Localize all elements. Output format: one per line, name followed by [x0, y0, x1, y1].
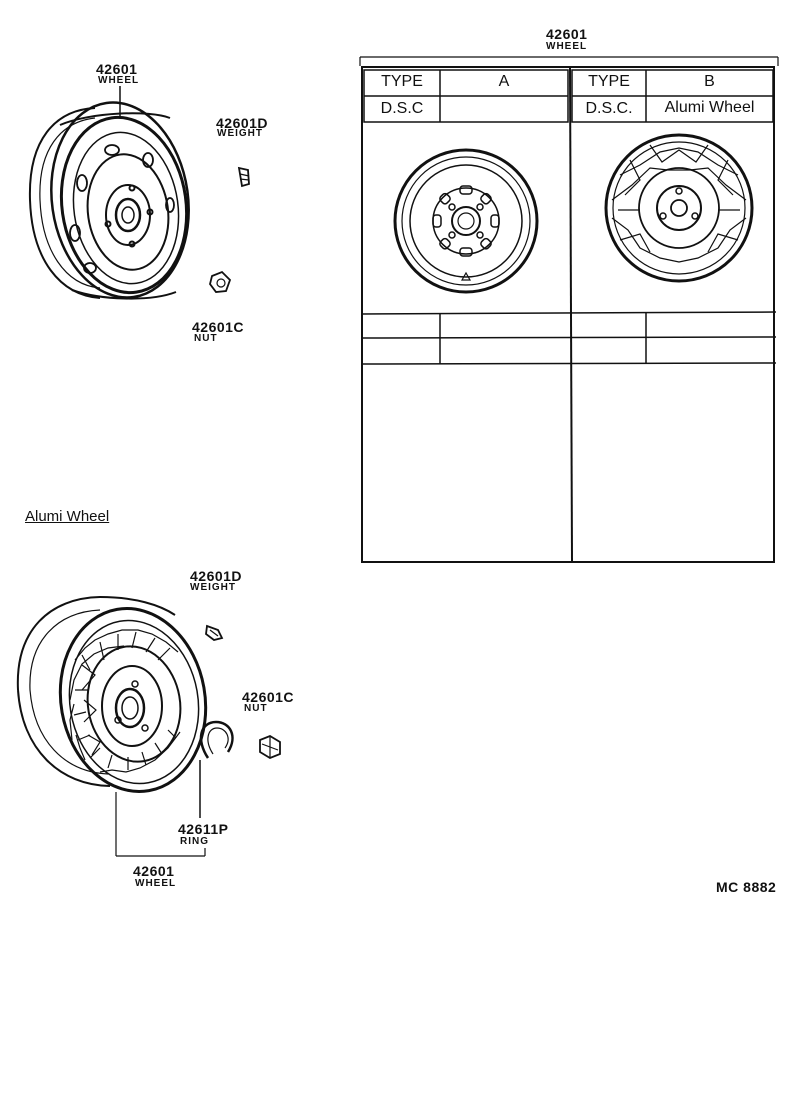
bottom-ring-part-number: 42611P [178, 821, 229, 837]
section-title-alumi-wheel: Alumi Wheel [25, 508, 110, 525]
table-wheel-part-name: WHEEL [546, 41, 588, 52]
lug-nut-icon [259, 734, 281, 760]
wheel-type-table-frame [359, 56, 779, 563]
figure-code: MC 8882 [716, 879, 777, 895]
type-a-steel-wheel-icon [393, 148, 539, 294]
alumi-wheel-drawing [16, 595, 208, 793]
table-type-a-value: A [498, 73, 510, 90]
bottom-ring-part-name: RING [180, 836, 209, 847]
top-wheel-part-number: 42601 [96, 61, 138, 77]
top-weight-part-number: 42601D [216, 115, 269, 131]
type-b-alumi-wheel-icon [604, 133, 754, 283]
bottom-weight-part-number: 42601D [190, 568, 243, 584]
bottom-weight-part-name: WEIGHT [190, 582, 236, 593]
top-weight-part-name: WEIGHT [217, 128, 263, 139]
lug-nut-icon [209, 270, 232, 293]
bottom-nut-part-name: NUT [244, 703, 268, 714]
top-wheel-part-name: WHEEL [98, 75, 140, 86]
table-dsc-label-b: D.S.C. [585, 100, 633, 117]
table-type-b-value: B [704, 73, 715, 90]
top-nut-part-number: 42601C [192, 319, 245, 335]
balance-weight-icon [205, 624, 224, 641]
bottom-nut-part-number: 42601C [242, 689, 295, 705]
steel-wheel-drawing [28, 101, 190, 300]
table-dsc-label-a: D.S.C [380, 100, 424, 117]
table-dsc-b-value: Alumi Wheel [664, 99, 755, 116]
retaining-ring-icon [199, 720, 234, 759]
table-type-label-b: TYPE [588, 73, 630, 90]
top-nut-part-name: NUT [194, 333, 218, 344]
table-type-label-a: TYPE [381, 73, 423, 90]
bottom-wheel-part-number: 42601 [133, 863, 175, 879]
balance-weight-icon [237, 166, 250, 188]
table-wheel-part-number: 42601 [546, 26, 588, 42]
bottom-wheel-part-name: WHEEL [135, 878, 177, 889]
